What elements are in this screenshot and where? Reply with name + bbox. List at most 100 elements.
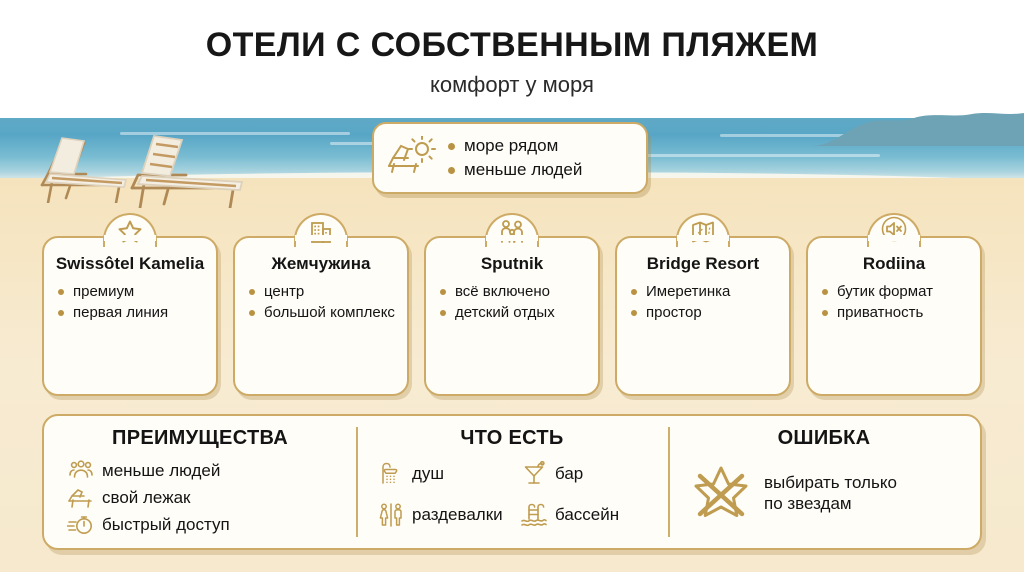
beach-lounger-right: [130, 135, 244, 208]
people-group-icon: [66, 460, 96, 482]
list-item: всё включено: [440, 283, 598, 301]
list-item: море рядом: [448, 136, 582, 156]
cocktail-icon: [519, 461, 549, 487]
sun-lounger-icon: [374, 136, 448, 180]
hotel-feature-label: центр: [264, 282, 305, 300]
mountain-silhouette: [774, 113, 1024, 146]
bullet-dot: [440, 309, 446, 316]
mistake-text-line1: выбирать только: [764, 472, 897, 492]
bullet-dot: [440, 288, 446, 295]
hotel-card-rodiina[interactable]: Rodiina бутик формат приватность: [806, 213, 982, 396]
panel-column-mistake: ОШИБКА выбирать только по звездам: [668, 416, 980, 548]
bullet-dot: [249, 288, 255, 295]
shower-icon: [376, 461, 406, 487]
advantage-label: свой лежак: [102, 488, 191, 507]
hotel-feature-list: бутик формат приватность: [822, 283, 980, 322]
crossed-star-icon: [688, 462, 754, 524]
mistake-text: выбирать только по звездам: [764, 472, 897, 515]
mistake-text-line2: по звездам: [764, 494, 852, 513]
bullet-dot: [58, 309, 64, 316]
hotel-name: Жемчужина: [271, 254, 371, 273]
hotel-card-bridge-resort[interactable]: Bridge Resort Имеретинка простор: [615, 213, 791, 396]
bullet-dot: [631, 288, 637, 295]
hotel-feature-label: первая линия: [73, 303, 169, 321]
bullet-dot: [631, 309, 637, 316]
mistake-row: выбирать только по звездам: [688, 462, 980, 524]
section-heading: ПРЕИМУЩЕСТВА: [112, 427, 288, 449]
hotel-feature-list: Имеретинка простор: [631, 283, 789, 322]
advantage-label: меньше людей: [102, 461, 221, 480]
list-item: Имеретинка: [631, 283, 789, 301]
list-item: простор: [631, 304, 789, 322]
list-item: премиум: [58, 283, 216, 301]
hotel-feature-label: простор: [646, 303, 702, 321]
callout-list: море рядом меньше людей: [448, 136, 582, 180]
family-icon: [498, 219, 526, 245]
hotel-feature-label: Имеретинка: [646, 282, 731, 300]
stopwatch-icon: [66, 514, 96, 536]
amenity-label: бассейн: [555, 505, 620, 524]
list-item: большой комплекс: [249, 304, 407, 322]
list-item: душ: [376, 461, 515, 487]
hotel-card-sputnik[interactable]: Sputnik всё включено детский отдых: [424, 213, 600, 396]
list-item: бассейн: [519, 502, 658, 528]
lounger-icon: [66, 488, 96, 508]
callout-card: море рядом меньше людей: [372, 122, 648, 194]
hotel-cards-row: Swissôtel Kamelia премиум первая линия: [42, 213, 982, 396]
bullet-dot: [249, 309, 255, 316]
beach-lounger-left: [40, 137, 128, 203]
list-item: центр: [249, 283, 407, 301]
hotel-feature-label: бутик формат: [837, 282, 933, 300]
list-item: меньше людей: [66, 460, 356, 482]
bullet-dot: [822, 309, 828, 316]
panel-column-amenities: ЧТО ЕСТЬ: [356, 416, 668, 548]
bullet-dot: [448, 142, 455, 150]
amenity-label: раздевалки: [412, 505, 503, 524]
building-icon: [308, 219, 334, 245]
restroom-icon: [376, 502, 406, 528]
list-item: свой лежак: [66, 488, 356, 508]
pool-icon: [519, 502, 549, 528]
list-item: приватность: [822, 304, 980, 322]
list-item: бар: [519, 461, 658, 487]
hotel-feature-label: детский отдых: [455, 303, 555, 321]
hotel-feature-label: большой комплекс: [264, 303, 395, 321]
hotel-card-zhemchuzhina[interactable]: Жемчужина центр большой комплекс: [233, 213, 409, 396]
section-heading: ЧТО ЕСТЬ: [460, 427, 564, 449]
hotel-feature-label: премиум: [73, 282, 135, 300]
amenities-grid: душ бар: [376, 461, 658, 534]
summary-panel: ПРЕИМУЩЕСТВА меньше людей: [42, 414, 982, 550]
list-item: меньше людей: [448, 160, 582, 180]
hotel-name: Bridge Resort: [646, 254, 760, 273]
hotel-feature-label: приватность: [837, 303, 924, 321]
list-item: детский отдых: [440, 304, 598, 322]
callout-item-label: море рядом: [464, 136, 559, 155]
advantages-list: меньше людей: [66, 460, 356, 536]
section-heading: ОШИБКА: [777, 427, 871, 449]
page-title: ОТЕЛИ С СОБСТВЕННЫМ ПЛЯЖЕМ: [205, 26, 819, 64]
bullet-dot: [822, 288, 828, 295]
map-icon: [690, 219, 716, 245]
hotel-card-swissotel[interactable]: Swissôtel Kamelia премиум первая линия: [42, 213, 218, 396]
advantage-label: быстрый доступ: [102, 515, 230, 534]
hotel-name: Swissôtel Kamelia: [55, 254, 205, 273]
hotel-feature-list: премиум первая линия: [58, 283, 216, 322]
hotel-name: Sputnik: [480, 254, 544, 273]
page-subtitle: комфорт у моря: [430, 72, 594, 97]
hotel-feature-list: центр большой комплекс: [249, 283, 407, 322]
panel-column-advantages: ПРЕИМУЩЕСТВА меньше людей: [44, 416, 356, 548]
hotel-feature-label: всё включено: [455, 282, 550, 300]
bullet-dot: [58, 288, 64, 295]
list-item: первая линия: [58, 304, 216, 322]
callout-item-label: меньше людей: [464, 160, 583, 179]
list-item: бутик формат: [822, 283, 980, 301]
list-item: быстрый доступ: [66, 514, 356, 536]
sky-band: [0, 0, 1024, 121]
hotel-name: Rodiina: [862, 254, 926, 273]
hotel-feature-list: всё включено детский отдых: [440, 283, 598, 322]
header: ОТЕЛИ С СОБСТВЕННЫМ ПЛЯЖЕМ комфорт у мор…: [0, 0, 1024, 98]
amenity-label: душ: [412, 464, 445, 483]
amenity-label: бар: [555, 464, 584, 483]
bullet-dot: [448, 166, 455, 174]
